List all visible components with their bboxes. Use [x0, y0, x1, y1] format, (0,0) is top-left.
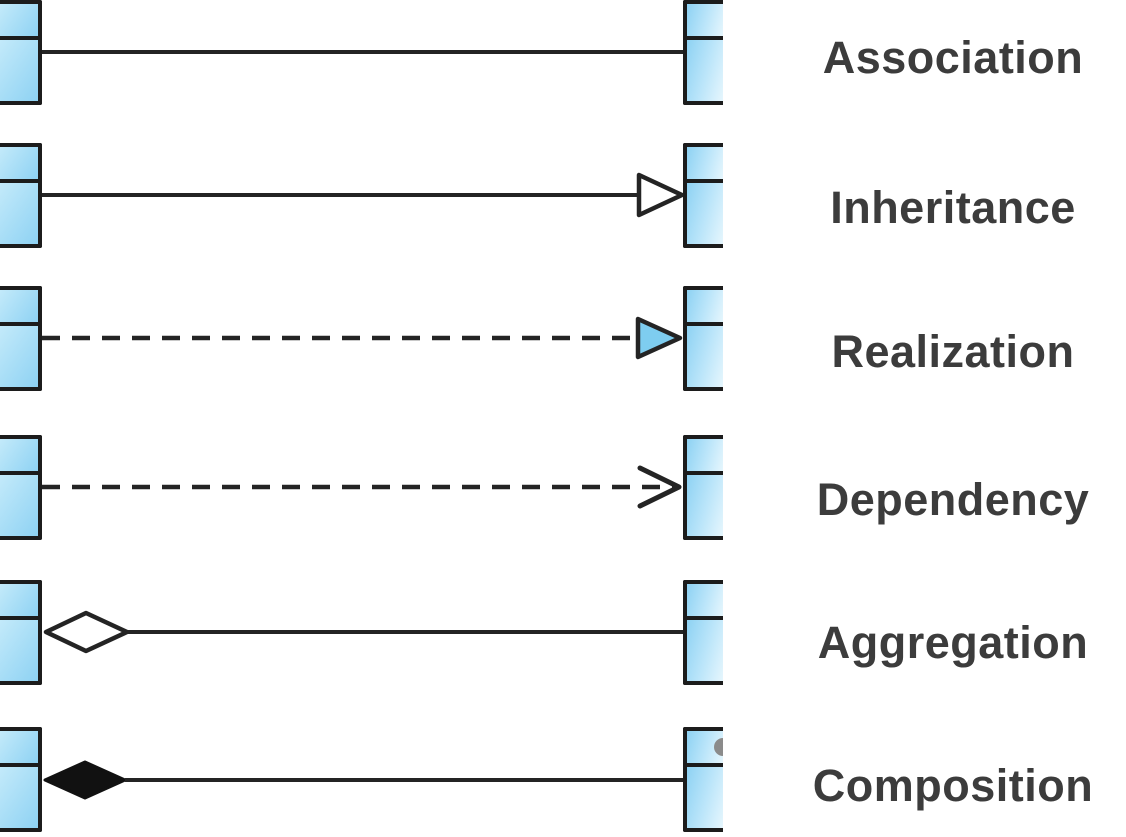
class-name-compartment: [687, 290, 723, 326]
hollow-triangle-marker: [636, 172, 683, 218]
class-members-compartment: [687, 326, 723, 387]
class-members-compartment: [0, 475, 38, 536]
aggregation-connector: [43, 610, 683, 654]
inheritance-connector: [42, 172, 683, 218]
uml-class-box-left: [0, 580, 42, 685]
uml-class-box-left: [0, 143, 42, 248]
class-name-compartment: [0, 147, 38, 183]
clipped-glyph-fragment: [714, 738, 723, 756]
class-members-compartment: [687, 620, 723, 681]
relationship-row-dependency: Dependency: [0, 435, 1126, 540]
uml-class-box-right: [683, 143, 723, 248]
hollow-diamond-marker: [43, 610, 130, 654]
relationship-label: Composition: [812, 760, 1094, 811]
class-members-compartment: [0, 40, 38, 101]
class-name-compartment: [0, 731, 38, 767]
class-name-compartment: [0, 290, 38, 326]
relationship-label: Aggregation: [817, 617, 1089, 668]
relationship-label: Association: [822, 32, 1084, 83]
class-name-compartment: [687, 584, 723, 620]
class-members-compartment: [687, 183, 723, 244]
uml-class-box-right: [683, 435, 723, 540]
realization-connector: [42, 316, 683, 360]
relationship-row-aggregation: Aggregation: [0, 580, 1126, 685]
class-name-compartment: [687, 439, 723, 475]
class-name-compartment: [687, 731, 723, 767]
class-name-compartment: [687, 147, 723, 183]
uml-class-box-right: [683, 0, 723, 105]
relationship-row-association: Association: [0, 0, 1126, 105]
filled-diamond-marker: [43, 760, 127, 800]
relationship-label: Dependency: [816, 474, 1090, 525]
uml-class-box-right: [683, 580, 723, 685]
uml-class-box-right: [683, 727, 723, 832]
uml-class-box-left: [0, 286, 42, 391]
class-name-compartment: [687, 4, 723, 40]
open-arrow-marker: [637, 465, 682, 509]
class-name-compartment: [0, 4, 38, 40]
class-members-compartment: [0, 326, 38, 387]
uml-class-box-left: [0, 435, 42, 540]
class-name-compartment: [0, 584, 38, 620]
association-connector: [42, 50, 683, 54]
uml-class-box-right: [683, 286, 723, 391]
composition-connector: [43, 760, 683, 800]
relationship-label: Realization: [831, 326, 1075, 377]
class-members-compartment: [0, 767, 38, 828]
class-members-compartment: [0, 620, 38, 681]
dependency-connector: [42, 465, 682, 509]
class-members-compartment: [687, 40, 723, 101]
class-name-compartment: [0, 439, 38, 475]
uml-class-box-left: [0, 0, 42, 105]
relationship-row-realization: Realization: [0, 286, 1126, 391]
relationship-row-composition: Composition: [0, 727, 1126, 832]
relationship-label: Inheritance: [830, 182, 1076, 233]
class-members-compartment: [687, 767, 723, 828]
uml-class-box-left: [0, 727, 42, 832]
class-members-compartment: [0, 183, 38, 244]
triangle-marker: [635, 316, 683, 360]
class-members-compartment: [687, 475, 723, 536]
relationship-row-inheritance: Inheritance: [0, 143, 1126, 248]
